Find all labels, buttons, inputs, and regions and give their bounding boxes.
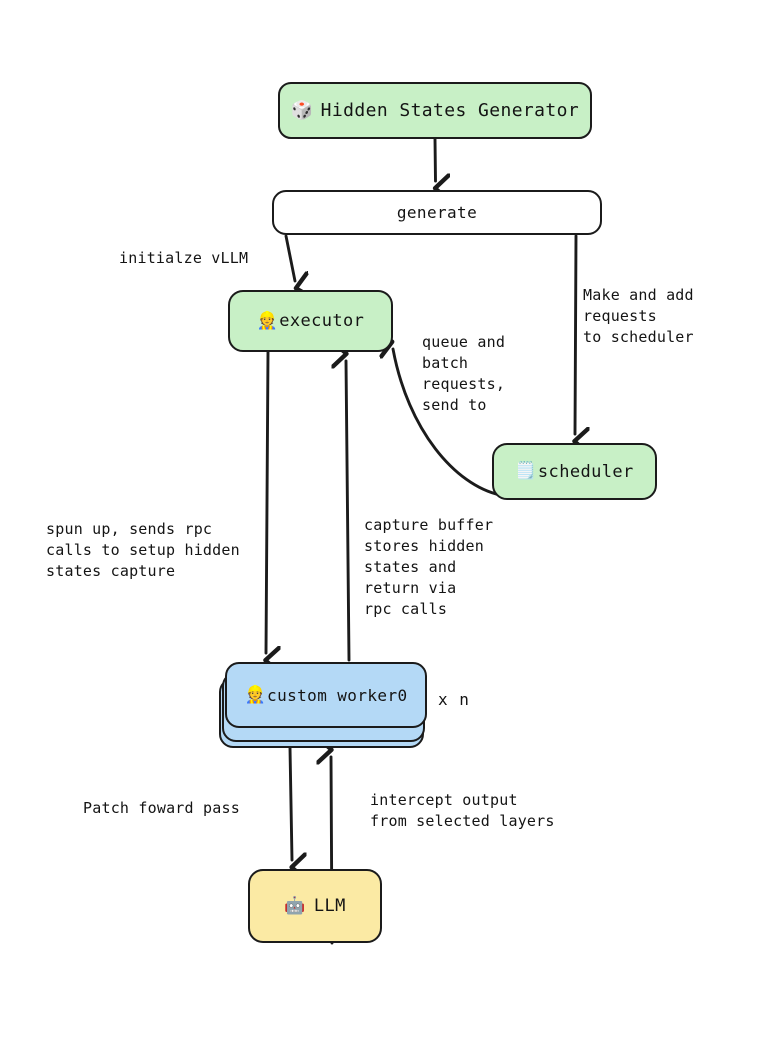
node-executor[interactable]: 👷executor (228, 290, 393, 352)
edge-label-make-add-requests: Make and add requests to scheduler (583, 286, 694, 346)
edge-executor-to-worker (266, 350, 268, 653)
node-custom-worker-label: custom worker0 (267, 685, 408, 705)
node-llm[interactable]: 🤖 LLM (248, 869, 382, 943)
node-executor-label: executor (279, 311, 365, 331)
edge-generate-to-scheduler (575, 234, 576, 434)
robot-icon: 🤖 (284, 895, 306, 916)
edge-generate-to-executor (284, 234, 295, 281)
node-llm-label: LLM (313, 896, 346, 916)
node-scheduler[interactable]: 🗒️scheduler (492, 443, 657, 500)
edge-scheduler-to-executor (393, 349, 502, 497)
edge-worker-to-llm (288, 746, 292, 860)
edge-label-intercept-output: intercept output from selected layers (370, 791, 555, 830)
edge-label-initialize-vllm: initialze vLLM (119, 249, 249, 267)
game-die-icon: 🎲 (290, 99, 314, 121)
construction-worker-icon: 👷 (256, 310, 279, 331)
edge-label-queue-batch-requests: queue and batch requests, send to (422, 333, 506, 414)
node-custom-worker[interactable]: 👷custom worker0 (225, 662, 427, 728)
edge-worker-to-executor (346, 361, 351, 662)
node-hidden-states-generator-label: Hidden States Generator (320, 100, 580, 121)
node-scheduler-label: scheduler (537, 461, 634, 482)
edge-generator-to-generate (435, 137, 436, 181)
edge-label-spun-up-rpc-calls: spun up, sends rpc calls to setup hidden… (46, 520, 240, 580)
edge-label-capture-buffer: capture buffer stores hidden states and … (364, 516, 494, 618)
node-generate[interactable]: generate (272, 190, 602, 235)
spiral-notepad-icon: 🗒️ (515, 461, 537, 481)
node-generate-label: generate (396, 203, 478, 222)
node-hidden-states-generator[interactable]: 🎲 Hidden States Generator (278, 82, 592, 139)
edge-label-patch-forward-pass: Patch foward pass (83, 799, 240, 817)
construction-worker-icon: 👷 (244, 684, 267, 705)
worker-multiplier-label: x n (438, 690, 470, 709)
